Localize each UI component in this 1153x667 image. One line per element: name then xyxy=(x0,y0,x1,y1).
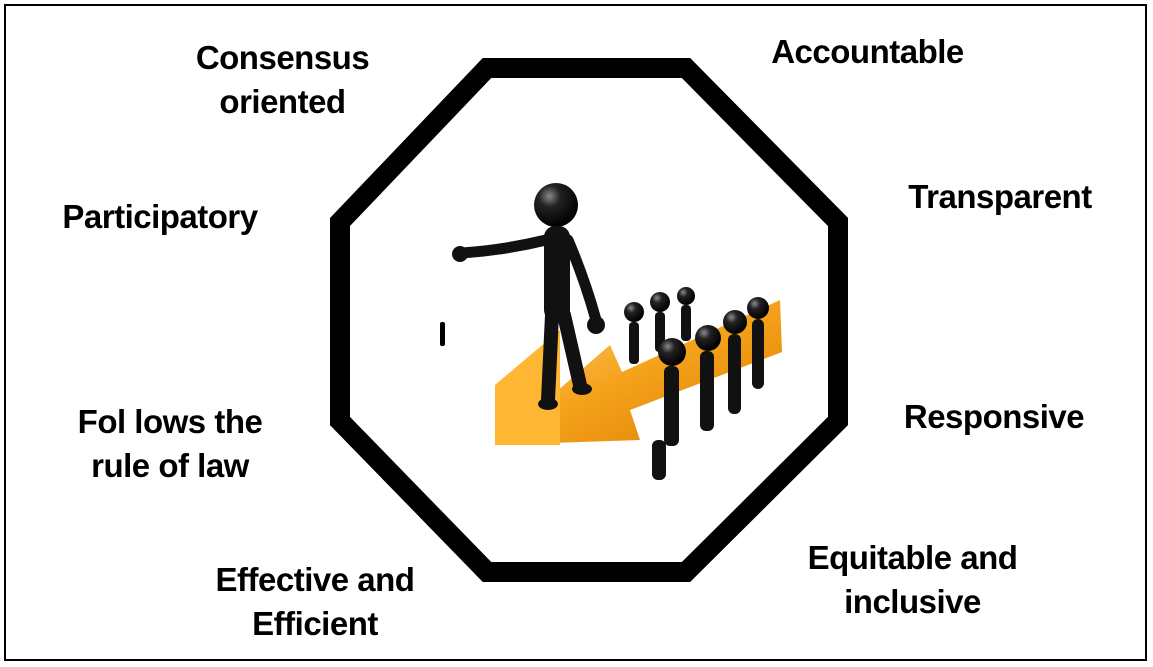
label-consensus-oriented: Consensus oriented xyxy=(195,39,370,120)
label-accountable: Accountable xyxy=(771,33,964,70)
leader-figure xyxy=(452,183,605,410)
label-equitable-and-inclusive: Equitable and inclusive xyxy=(807,539,1018,620)
image-artifact-mark xyxy=(440,322,445,346)
follower-figures xyxy=(624,287,769,480)
label-transparent: Transparent xyxy=(908,178,1092,215)
label-participatory: Participatory xyxy=(62,198,258,235)
leader-figure-with-arrow-icon xyxy=(440,183,782,480)
label-follows-rule-of-law: Fol lows the rule of law xyxy=(77,403,263,484)
label-responsive: Responsive xyxy=(903,398,1085,435)
label-effective-and-efficient: Effective and Efficient xyxy=(215,561,415,642)
